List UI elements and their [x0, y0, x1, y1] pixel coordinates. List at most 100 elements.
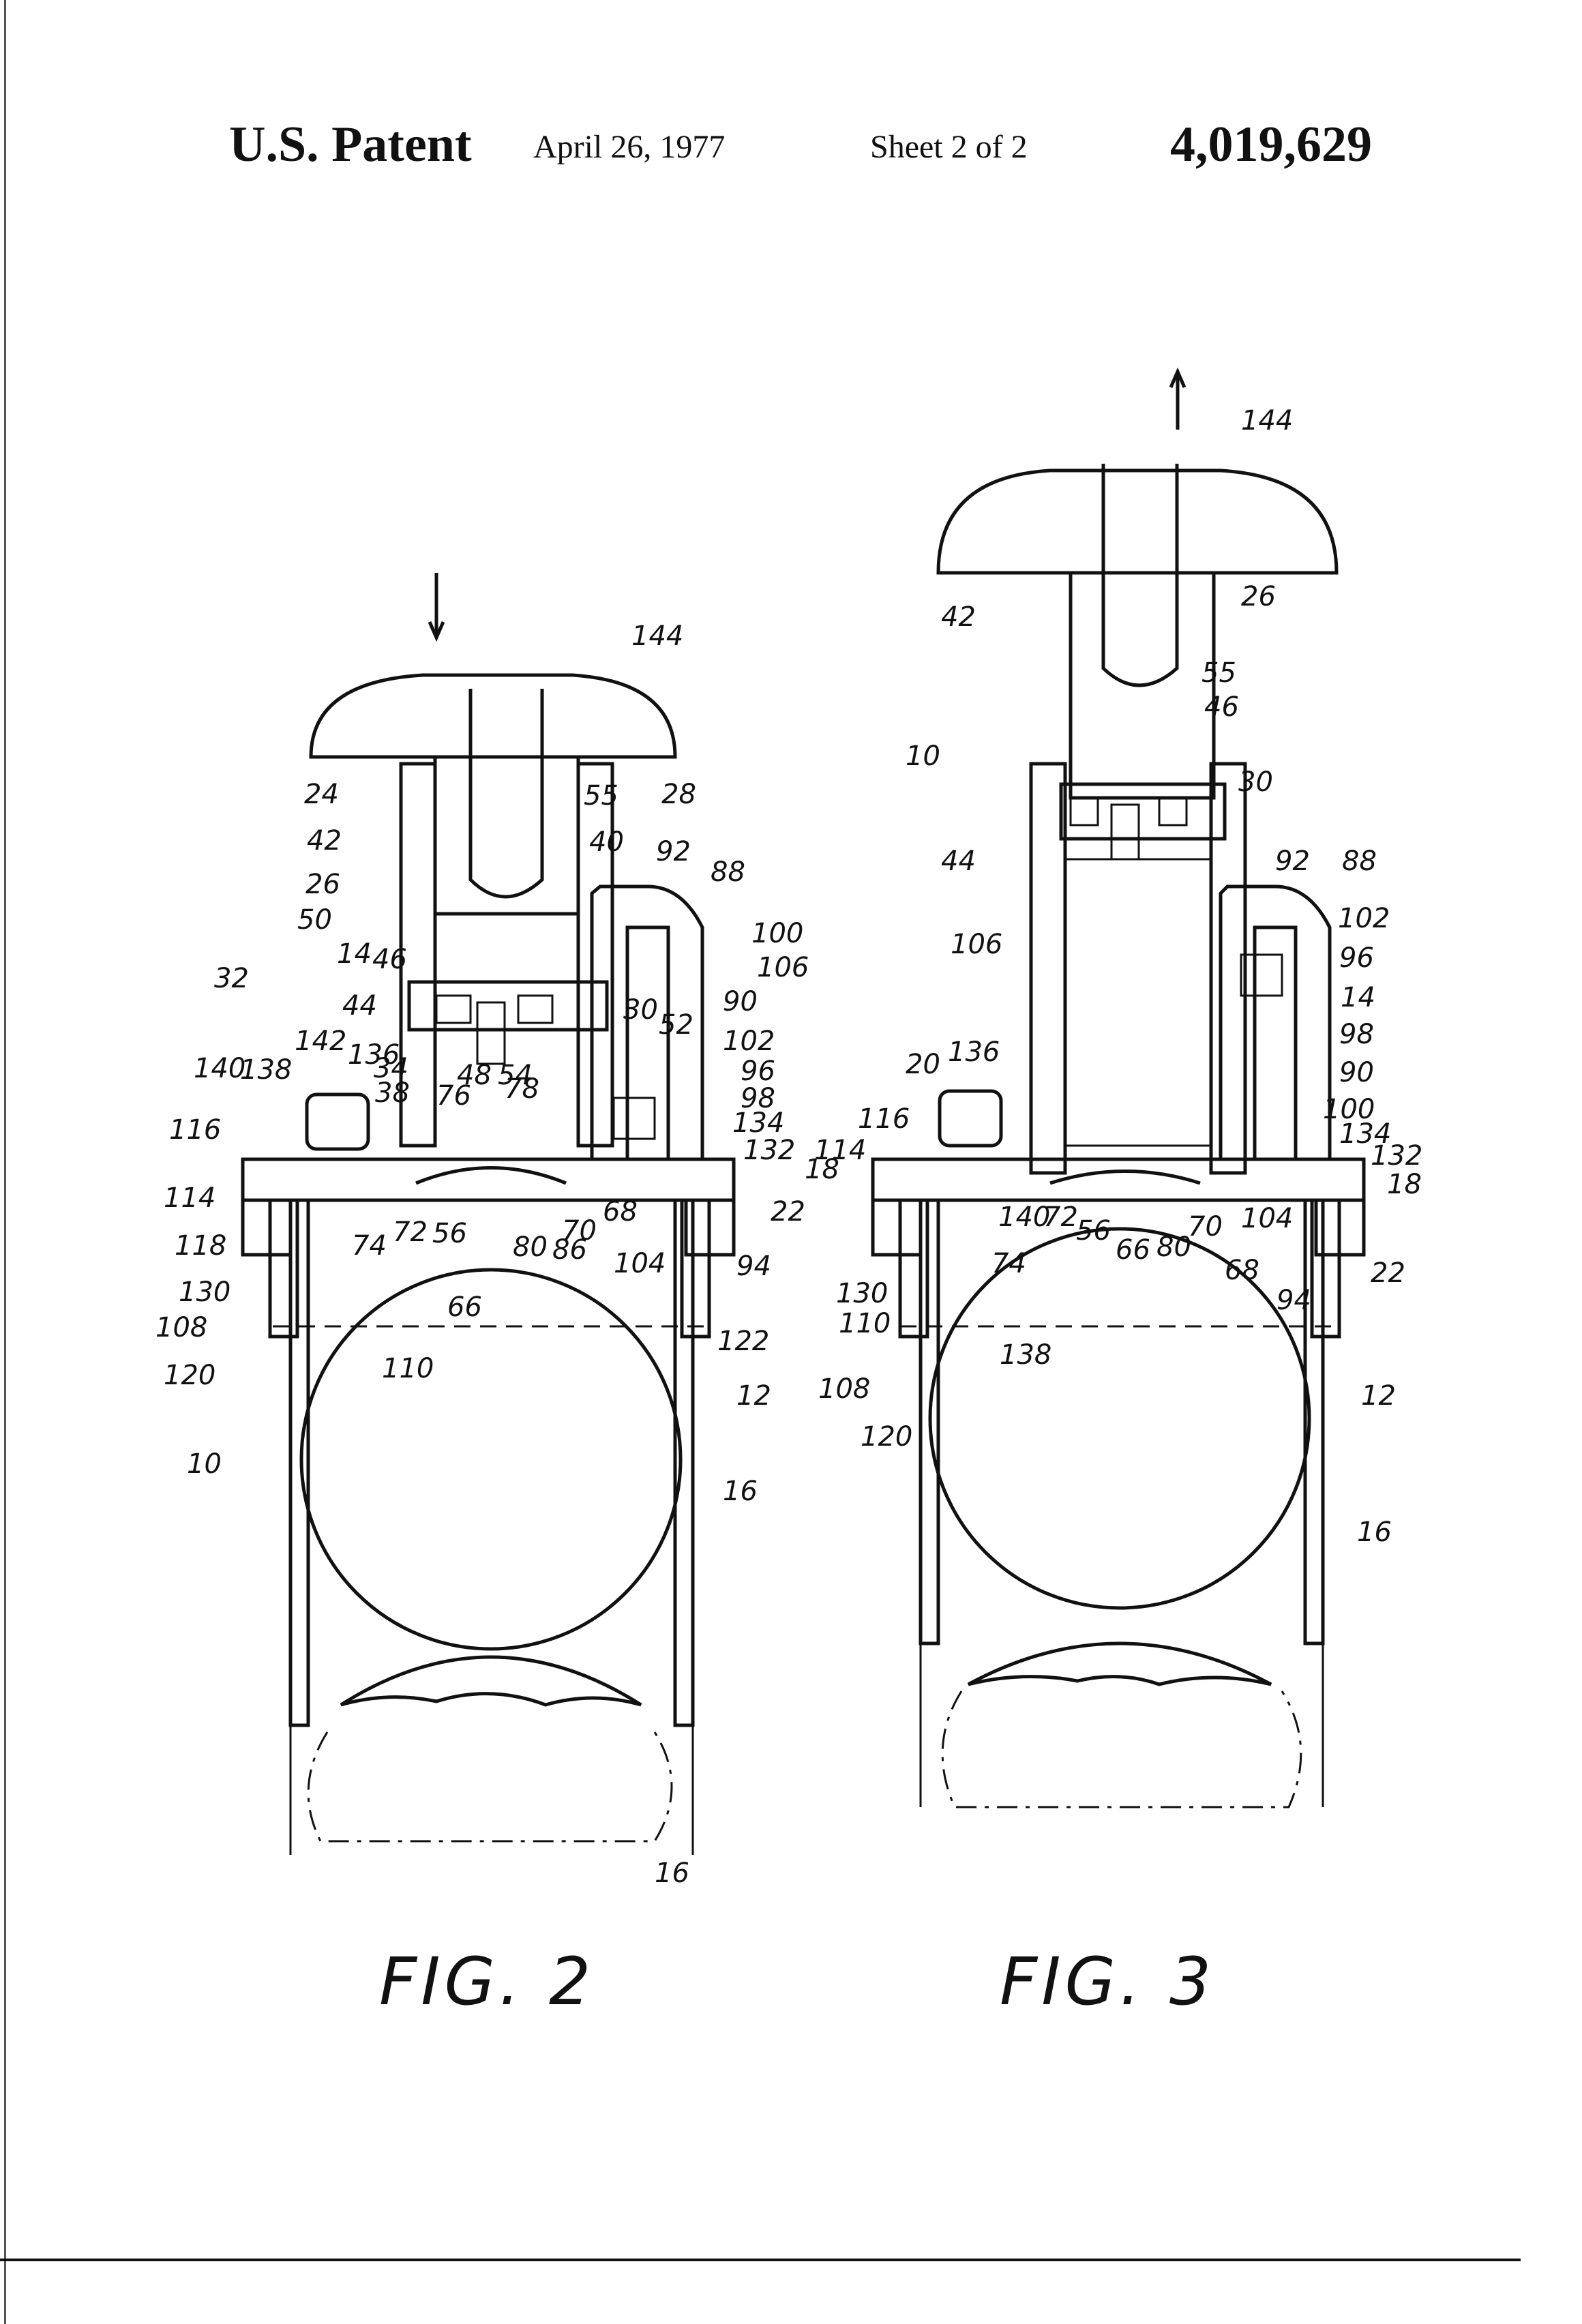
label-116-fig3: 116: [858, 1103, 910, 1135]
label-42: 42: [307, 825, 342, 856]
figure-2-caption: FIG. 2: [379, 1943, 595, 2020]
figure-3-drawing: 144 42 26 55 46 30 10 44 92 88 102 96 10…: [814, 372, 1422, 1807]
label-24: 24: [304, 779, 339, 810]
label-68-fig3: 68: [1225, 1255, 1259, 1286]
tube-12: [273, 1200, 709, 1855]
label-52: 52: [659, 1009, 693, 1041]
label-120: 120: [164, 1360, 215, 1391]
label-10-fig3: 10: [906, 741, 940, 772]
label-80-fig3: 80: [1156, 1232, 1191, 1263]
label-30-fig3: 30: [1238, 766, 1273, 798]
label-14-fig3: 106: [951, 929, 1002, 960]
label-138-fig3: 138: [1000, 1339, 1051, 1371]
label-80: 80: [513, 1232, 548, 1263]
button-136-fig3: [940, 1091, 1001, 1146]
label-96-fig3: 96: [1339, 942, 1374, 974]
label-132: 132: [743, 1135, 795, 1166]
figure-3-caption: FIG. 3: [1000, 1943, 1215, 2020]
label-104: 104: [614, 1248, 666, 1279]
label-78: 78: [505, 1073, 539, 1105]
label-66: 66: [447, 1292, 482, 1323]
figure-2-drawing: 144 24 42 55 40 28 92 88 26 50 100 106 1…: [155, 573, 839, 1889]
label-12: 12: [736, 1380, 771, 1412]
label-38: 38: [375, 1077, 410, 1109]
label-16-fig3: 16: [1357, 1517, 1392, 1548]
plunger-stem: [435, 689, 578, 914]
pull-direction-arrow: [1171, 372, 1184, 430]
label-106: 106: [757, 952, 809, 983]
label-140-fig3: 140: [998, 1202, 1050, 1233]
label-136-fig3: 136: [948, 1037, 1000, 1068]
label-142: 142: [295, 1026, 346, 1057]
label-86: 86: [552, 1234, 587, 1266]
label-20-fig3: 20: [906, 1049, 940, 1080]
label-138: 138: [240, 1054, 292, 1086]
plunger-26-fig3: [1061, 464, 1225, 859]
label-144: 144: [631, 621, 683, 652]
label-90-fig3: 90: [1339, 1057, 1374, 1088]
label-22: 22: [771, 1196, 805, 1227]
label-18-fig3: 18: [1387, 1169, 1422, 1200]
label-16-lower: 16: [655, 1858, 689, 1889]
label-108: 108: [155, 1312, 207, 1343]
push-direction-arrow: [430, 573, 443, 638]
label-46-fig3: 46: [1204, 691, 1239, 723]
label-12-fig3: 12: [1361, 1380, 1396, 1412]
knob-144: [311, 675, 675, 757]
label-10: 10: [187, 1448, 222, 1480]
label-110: 110: [382, 1353, 434, 1384]
label-132-fig3: 132: [1371, 1140, 1422, 1172]
button-136: [307, 1094, 368, 1149]
tennis-balls-16-fig3: [930, 1229, 1309, 1807]
label-114-fig3: 114: [814, 1135, 866, 1166]
label-44-fig3: 44: [941, 846, 976, 877]
label-130-fig3: 130: [836, 1278, 888, 1309]
label-92-fig3: 92: [1275, 846, 1310, 877]
label-66-fig3: 66: [1116, 1234, 1150, 1266]
label-26-fig3: 26: [1241, 581, 1276, 612]
label-50: 50: [297, 904, 332, 936]
label-120-fig3: 120: [861, 1421, 912, 1452]
label-70-fig3: 70: [1188, 1211, 1223, 1242]
label-32: 32: [214, 963, 249, 994]
label-72: 72: [393, 1217, 428, 1248]
label-68: 68: [603, 1196, 638, 1227]
label-102-fig3: 102: [1338, 903, 1390, 934]
label-22-fig3: 22: [1371, 1257, 1405, 1289]
label-16-upper: 16: [723, 1476, 758, 1507]
label-116: 116: [169, 1114, 221, 1146]
label-28: 28: [661, 779, 696, 810]
label-122: 122: [717, 1326, 769, 1357]
label-14: 14: [337, 938, 372, 970]
knob-144-fig3: [938, 471, 1337, 573]
label-144-fig3: 144: [1241, 405, 1293, 436]
label-88-fig3: 88: [1342, 846, 1377, 877]
label-55: 55: [584, 780, 618, 811]
figure-3-labels: 144 42 26 55 46 30 10 44 92 88 102 96 10…: [814, 405, 1422, 1548]
label-114: 114: [164, 1182, 215, 1214]
label-130: 130: [179, 1277, 230, 1308]
label-88: 88: [711, 856, 745, 888]
bottom-border-line: [0, 2259, 1521, 2261]
label-46: 46: [372, 944, 407, 975]
label-106-fig3: 14: [1341, 982, 1375, 1013]
label-56-fig3: 56: [1076, 1215, 1111, 1247]
label-74: 74: [352, 1230, 387, 1262]
label-40: 40: [589, 826, 624, 858]
label-104-fig3: 104: [1241, 1203, 1293, 1234]
label-44: 44: [342, 990, 377, 1022]
cap-18: [243, 1159, 734, 1255]
label-110-fig3: 110: [839, 1308, 891, 1339]
label-102: 102: [723, 1026, 775, 1057]
label-26: 26: [305, 869, 340, 900]
label-100: 100: [751, 918, 803, 949]
label-92: 92: [656, 836, 691, 867]
label-30: 30: [623, 994, 658, 1026]
valve-housing-88-fig3: [1221, 887, 1330, 1159]
label-94-fig3: 94: [1277, 1285, 1311, 1316]
label-76: 76: [436, 1080, 471, 1112]
label-56: 56: [432, 1218, 467, 1249]
tennis-balls-16: [301, 1270, 681, 1841]
